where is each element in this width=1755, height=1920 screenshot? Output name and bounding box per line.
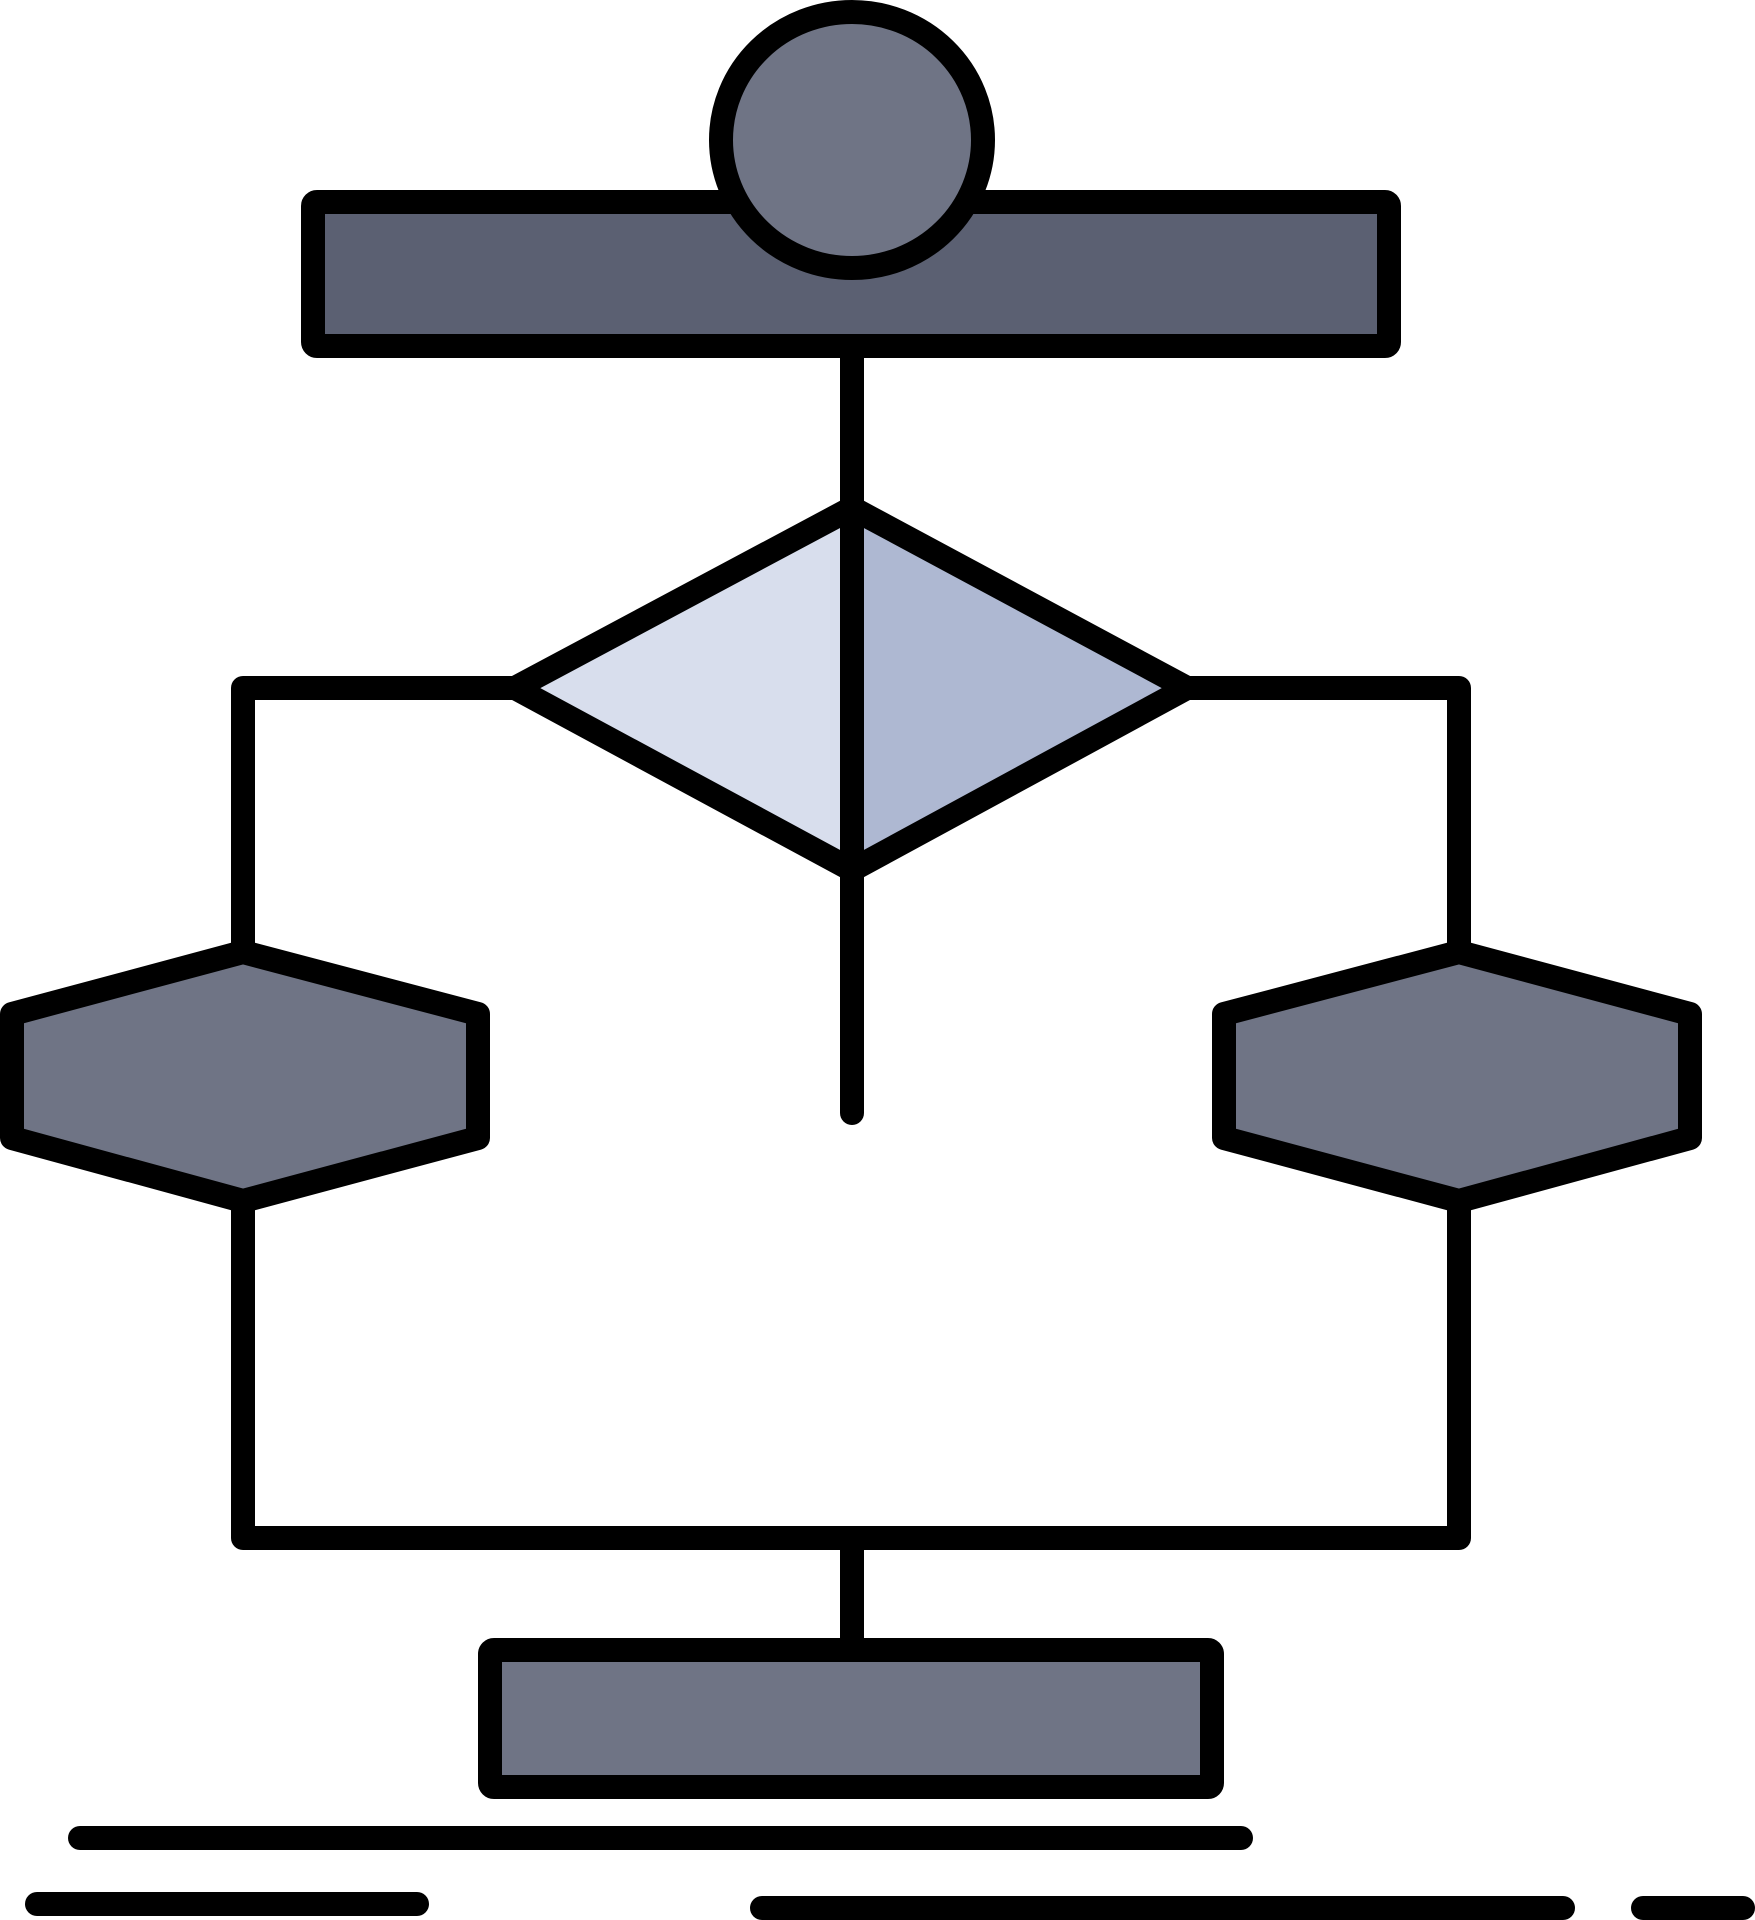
- connector-right-branch: [1175, 676, 1471, 964]
- end-box: [478, 1638, 1224, 1799]
- decision-diamond-left: [503, 496, 864, 882]
- start-circle: [709, 0, 995, 280]
- right-hexagon: [1212, 940, 1702, 1213]
- connector-bottom-merge: [231, 1189, 1471, 1550]
- decision-diamond-right: [840, 496, 1199, 882]
- connector-left-branch: [231, 676, 527, 964]
- left-hexagon: [0, 940, 490, 1213]
